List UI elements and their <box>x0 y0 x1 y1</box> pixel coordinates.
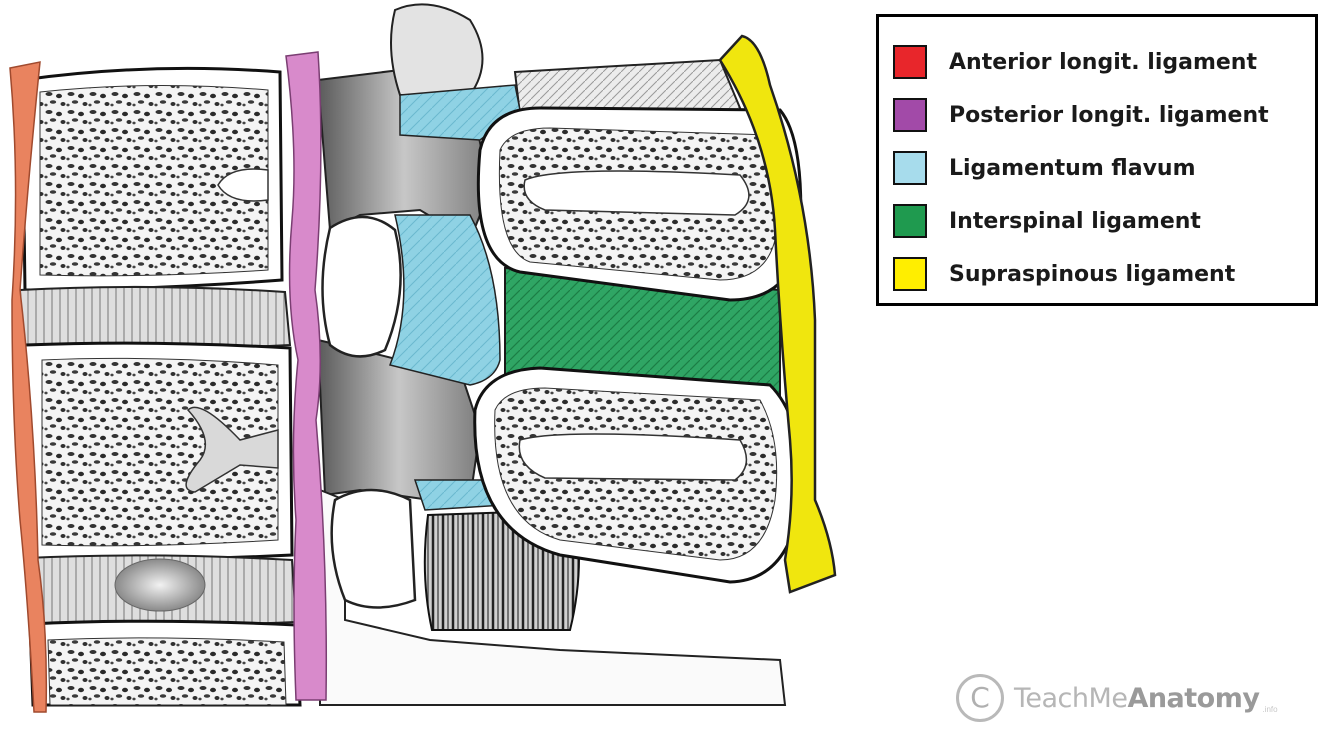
vertebral-body <box>30 621 300 705</box>
watermark-suffix: .info <box>1262 705 1277 714</box>
legend-label: Anterior longit. ligament <box>949 50 1257 75</box>
legend: Anterior longit. ligament Posterior long… <box>876 14 1318 306</box>
legend-item-supraspinous: Supraspinous ligament <box>893 254 1235 294</box>
intervertebral-disc <box>20 287 290 349</box>
watermark-name-part1: TeachMe <box>1014 683 1127 714</box>
legend-label: Posterior longit. ligament <box>949 103 1269 128</box>
legend-label: Ligamentum flavum <box>949 156 1196 181</box>
legend-swatch <box>893 204 927 238</box>
legend-swatch <box>893 151 927 185</box>
vertebral-body <box>22 68 282 290</box>
watermark: C TeachMeAnatomy .info <box>956 670 1278 726</box>
legend-item-anterior: Anterior longit. ligament <box>893 42 1257 82</box>
legend-swatch <box>893 45 927 79</box>
legend-swatch <box>893 257 927 291</box>
spine-diagram <box>0 0 860 732</box>
legend-item-posterior: Posterior longit. ligament <box>893 95 1269 135</box>
watermark-name-part2: Anatomy <box>1127 683 1259 714</box>
intervertebral-disc <box>26 555 296 625</box>
legend-swatch <box>893 98 927 132</box>
legend-label: Supraspinous ligament <box>949 262 1235 287</box>
legend-item-flavum: Ligamentum flavum <box>893 148 1196 188</box>
spinous-process <box>478 108 800 300</box>
legend-item-interspinal: Interspinal ligament <box>893 201 1201 241</box>
intervertebral-foramen <box>323 217 401 356</box>
legend-label: Interspinal ligament <box>949 209 1201 234</box>
intervertebral-foramen <box>332 490 415 608</box>
copyright-icon: C <box>956 674 1004 722</box>
vertebral-body <box>25 343 292 559</box>
watermark-text: TeachMeAnatomy <box>1014 683 1259 714</box>
